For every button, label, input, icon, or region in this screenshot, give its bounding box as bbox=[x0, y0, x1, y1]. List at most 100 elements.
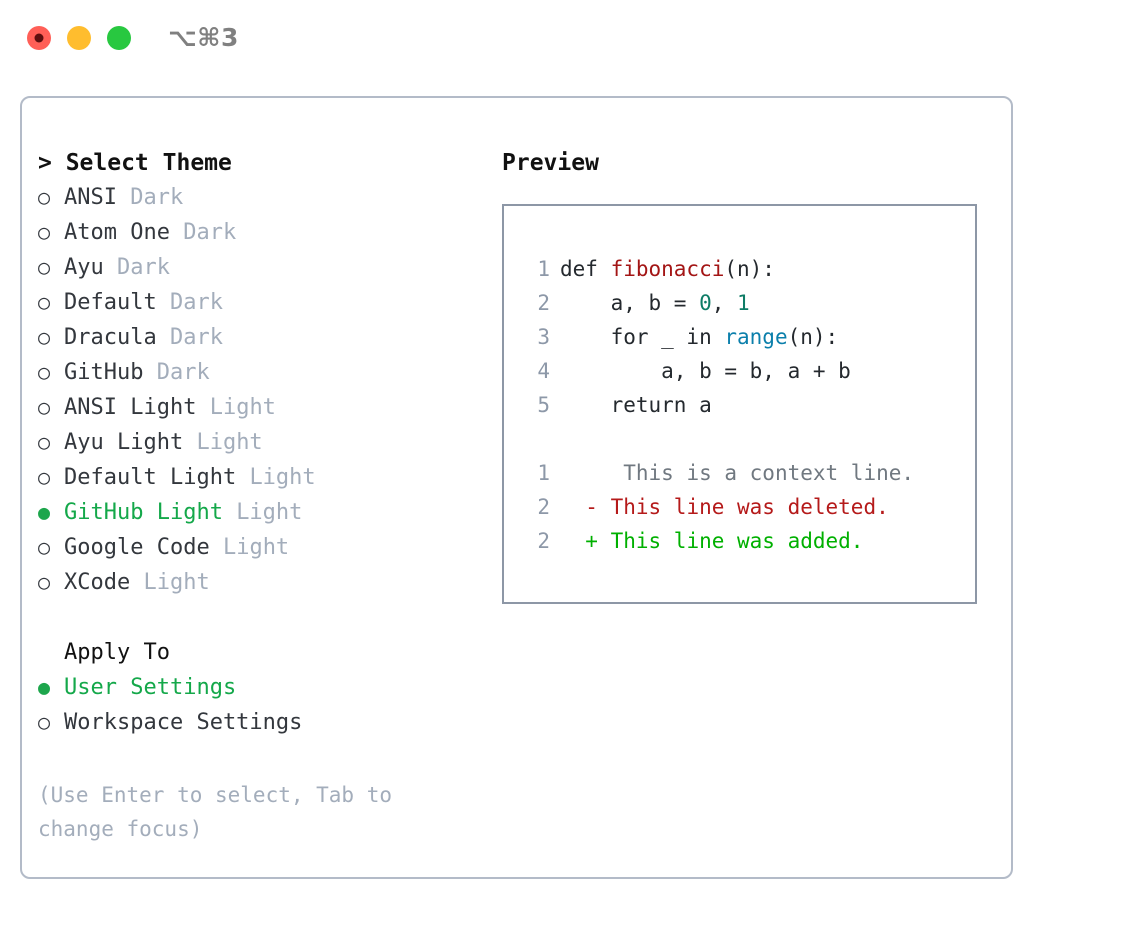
theme-option-label: Google Code bbox=[64, 535, 223, 560]
minimize-button[interactable] bbox=[67, 26, 91, 50]
radio-unselected-icon: ○ bbox=[38, 185, 51, 209]
diff-line-text: This is a context line. bbox=[597, 461, 915, 485]
theme-option-label: Default Light bbox=[64, 465, 250, 490]
zoom-button[interactable] bbox=[107, 26, 131, 50]
theme-option-google-code[interactable]: ○ Google Code Light bbox=[38, 530, 488, 565]
code-line-text: a, b = b, a + b bbox=[560, 354, 851, 388]
window-controls bbox=[27, 26, 131, 50]
apply-to-option-label: User Settings bbox=[64, 675, 237, 700]
theme-option-ayu[interactable]: ○ Ayu Dark bbox=[38, 250, 488, 285]
theme-option-atom-one[interactable]: ○ Atom One Dark bbox=[38, 215, 488, 250]
code-line-text: a, b = 0, 1 bbox=[560, 286, 750, 320]
code-token-plain: (n): bbox=[724, 257, 775, 281]
radio-unselected-icon: ○ bbox=[38, 395, 51, 419]
line-number: 1 bbox=[537, 257, 550, 281]
theme-option-label: Atom One bbox=[64, 220, 184, 245]
code-token-num: 1 bbox=[737, 291, 750, 315]
apply-to-option-list[interactable]: ●User Settings○Workspace Settings bbox=[38, 670, 488, 740]
line-number: 5 bbox=[537, 393, 550, 417]
preview-header: Preview bbox=[502, 150, 599, 176]
theme-option-github[interactable]: ○ GitHub Dark bbox=[38, 355, 488, 390]
diff-line-added: 2 + This line was added. bbox=[522, 524, 975, 558]
panel-columns: > Select Theme ○ANSI Dark○Atom One Dark○… bbox=[22, 98, 1011, 877]
code-token-num: 0 bbox=[699, 291, 712, 315]
radio-selected-icon: ● bbox=[38, 500, 51, 524]
diff-marker bbox=[560, 456, 598, 490]
theme-option-kind: Dark bbox=[116, 255, 170, 280]
theme-option-kind: Light bbox=[196, 430, 263, 455]
radio-unselected-icon: ○ bbox=[38, 465, 51, 489]
theme-option-kind: Light bbox=[222, 535, 290, 560]
theme-option-ansi-light[interactable]: ○ANSI Light Light bbox=[38, 390, 488, 425]
theme-option-kind: Dark bbox=[183, 220, 237, 245]
theme-option-label: XCode bbox=[64, 570, 144, 595]
theme-option-xcode[interactable]: ○ XCode Light bbox=[38, 565, 488, 600]
theme-option-default[interactable]: ○Default Dark bbox=[38, 285, 488, 320]
radio-unselected-icon: ○ bbox=[38, 570, 51, 594]
theme-option-kind: Dark bbox=[169, 290, 223, 315]
theme-picker-column: > Select Theme ○ANSI Dark○Atom One Dark○… bbox=[38, 146, 488, 846]
radio-unselected-icon: ○ bbox=[38, 325, 51, 349]
theme-option-kind: Light bbox=[236, 500, 303, 525]
code-token-builtin: range bbox=[724, 325, 788, 349]
code-line-text: for _ in range(n): bbox=[560, 320, 839, 354]
code-line: 3 for _ in range(n): bbox=[522, 320, 975, 354]
title-bar: ⌥⌘3 bbox=[0, 0, 1140, 78]
code-token-func: fibonacci bbox=[610, 257, 725, 281]
theme-option-label: Dracula bbox=[64, 325, 170, 350]
keyboard-hint-text: (Use Enter to select, Tab to change focu… bbox=[38, 783, 405, 841]
apply-to-option-user-settings[interactable]: ●User Settings bbox=[38, 670, 488, 705]
apply-to-title: Apply To bbox=[64, 640, 170, 665]
line-number: 3 bbox=[537, 325, 550, 349]
theme-option-label: Default bbox=[64, 290, 170, 315]
apply-to-option-label: Workspace Settings bbox=[64, 710, 303, 735]
radio-unselected-icon: ○ bbox=[38, 255, 51, 279]
code-line: 5 return a bbox=[522, 388, 975, 422]
close-button[interactable] bbox=[27, 26, 51, 50]
line-number: 2 bbox=[537, 529, 550, 553]
theme-option-label: GitHub bbox=[64, 360, 157, 385]
keyboard-shortcut-label: ⌥⌘3 bbox=[168, 23, 239, 52]
code-token-plain: (n): bbox=[787, 325, 839, 349]
diff-sample: 1 This is a context line.2 - This line w… bbox=[522, 456, 975, 558]
theme-option-kind: Light bbox=[143, 570, 210, 595]
theme-option-list[interactable]: ○ANSI Dark○Atom One Dark○Ayu Dark○Defaul… bbox=[38, 180, 488, 600]
diff-line-text: This line was added. bbox=[597, 529, 864, 553]
radio-unselected-icon: ○ bbox=[38, 360, 51, 384]
code-token-plain: a, b = b, a + b bbox=[560, 359, 851, 383]
code-line-text: return a bbox=[560, 388, 712, 422]
code-line: 2 a, b = 0, 1 bbox=[522, 286, 975, 320]
theme-option-label: ANSI bbox=[64, 185, 131, 210]
diff-line-text: This line was deleted. bbox=[597, 495, 889, 519]
code-line: 1 def fibonacci(n): bbox=[522, 252, 975, 286]
theme-option-kind: Dark bbox=[130, 185, 184, 210]
diff-line-deleted: 2 - This line was deleted. bbox=[522, 490, 975, 524]
theme-option-dracula[interactable]: ○Dracula Dark bbox=[38, 320, 488, 355]
diff-line-context: 1 This is a context line. bbox=[522, 456, 975, 490]
radio-unselected-icon: ○ bbox=[38, 535, 51, 559]
line-number: 2 bbox=[537, 495, 550, 519]
theme-option-label: Ayu bbox=[64, 255, 117, 280]
select-theme-header: > Select Theme bbox=[38, 150, 232, 176]
line-number: 1 bbox=[537, 461, 550, 485]
theme-option-kind: Dark bbox=[156, 360, 210, 385]
code-token-plain: return a bbox=[560, 393, 712, 417]
theme-option-kind: Light bbox=[209, 395, 276, 420]
apply-to-section: Apply To ●User Settings○Workspace Settin… bbox=[38, 636, 488, 740]
code-line-text: def fibonacci(n): bbox=[560, 252, 775, 286]
code-token-plain: def bbox=[560, 257, 611, 281]
code-token-plain: for _ in bbox=[560, 325, 725, 349]
theme-option-default-light[interactable]: ○ Default Light Light bbox=[38, 460, 488, 495]
line-number: 2 bbox=[537, 291, 550, 315]
theme-option-github-light[interactable]: ● GitHub Light Light bbox=[38, 495, 488, 530]
code-token-plain: a, b = bbox=[560, 291, 700, 315]
apply-to-option-workspace-settings[interactable]: ○Workspace Settings bbox=[38, 705, 488, 740]
theme-option-kind: Light bbox=[249, 465, 316, 490]
radio-unselected-icon: ○ bbox=[38, 220, 51, 244]
theme-option-ansi[interactable]: ○ ANSI Dark bbox=[38, 180, 488, 215]
theme-option-ayu-light[interactable]: ○Ayu Light Light bbox=[38, 425, 488, 460]
theme-option-label: GitHub Light bbox=[64, 500, 237, 525]
